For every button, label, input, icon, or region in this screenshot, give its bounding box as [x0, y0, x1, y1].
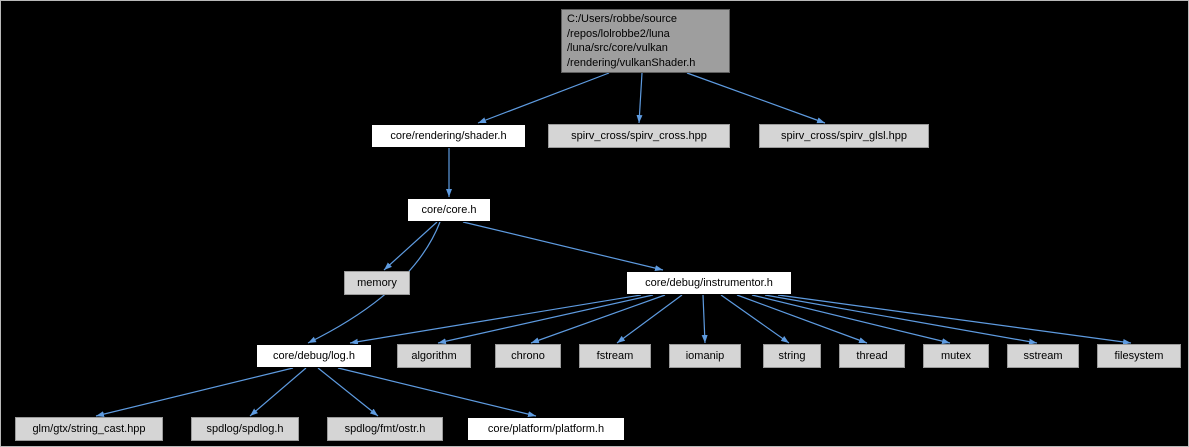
node-fstream: fstream [579, 344, 651, 368]
node-spdlog-h: spdlog/spdlog.h [191, 417, 299, 441]
node-string-cast-hpp: glm/gtx/string_cast.hpp [15, 417, 163, 441]
node-platform-h[interactable]: core/platform/platform.h [467, 417, 625, 441]
node-spirv-glsl-hpp: spirv_cross/spirv_glsl.hpp [759, 124, 929, 148]
edge-core-memory [383, 221, 438, 271]
node-core-h[interactable]: core/core.h [407, 198, 491, 222]
node-chrono: chrono [495, 344, 561, 368]
edge-log-ostr [317, 367, 379, 417]
edge-instrumentor-algorithm [437, 294, 654, 345]
node-thread: thread [839, 344, 905, 368]
edge-log-string-cast [95, 367, 294, 418]
node-filesystem: filesystem [1097, 344, 1181, 368]
edge-instrumentor-fstream [616, 294, 683, 344]
edge-instrumentor-thread [736, 294, 868, 344]
edge-instrumentor-sstream [764, 294, 1038, 345]
edge-instrumentor-iomanip [701, 294, 708, 344]
node-iomanip: iomanip [669, 344, 741, 368]
edge-instrumentor-chrono [530, 294, 666, 344]
node-spirv-cross-hpp: spirv_cross/spirv_cross.hpp [548, 124, 730, 148]
node-memory: memory [344, 271, 410, 295]
edge-root-shader [477, 72, 610, 124]
node-mutex: mutex [923, 344, 989, 368]
edge-instrumentor-mutex [751, 294, 951, 345]
node-vulkanshader-root: C:/Users/robbe/source /repos/lolrobbe2/l… [561, 9, 730, 73]
node-shader-h[interactable]: core/rendering/shader.h [371, 124, 526, 148]
node-log-h[interactable]: core/debug/log.h [256, 344, 372, 368]
edge-instrumentor-string [720, 294, 790, 344]
edge-core-instrumentor [462, 221, 664, 272]
edge-instrumentor-filesystem [777, 294, 1132, 345]
edge-root-spirv-cross [636, 72, 643, 124]
node-instrumentor-h[interactable]: core/debug/instrumentor.h [626, 271, 792, 295]
edge-log-platform [337, 367, 537, 418]
edge-root-spirv-glsl [686, 72, 826, 124]
node-ostr-h: spdlog/fmt/ostr.h [327, 417, 443, 441]
node-sstream: sstream [1007, 344, 1079, 368]
edge-instrumentor-log [349, 294, 642, 345]
node-algorithm: algorithm [397, 344, 471, 368]
edge-log-spdlog [249, 367, 307, 417]
node-string: string [763, 344, 821, 368]
